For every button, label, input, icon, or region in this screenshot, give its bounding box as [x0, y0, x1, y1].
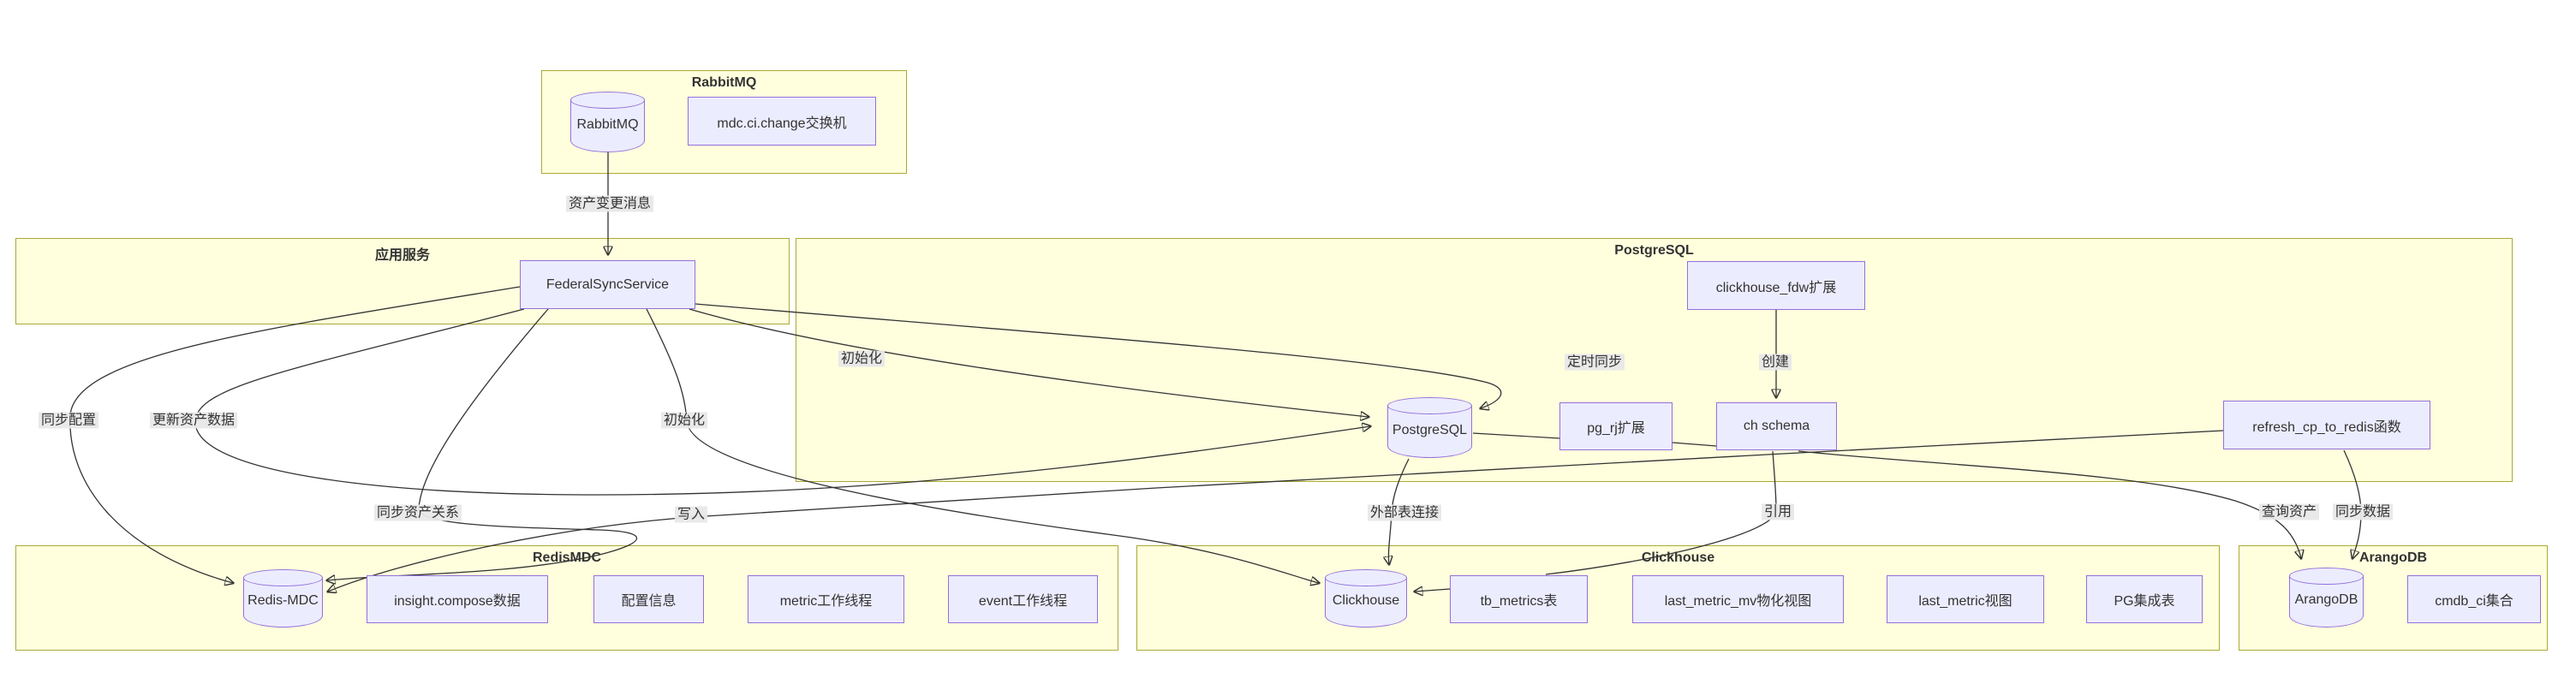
subgraph-app-services-title: 应用服务 — [374, 248, 430, 263]
subgraph-redismdc-title: RedisMDC — [532, 550, 601, 565]
node-postgresql-cylinder: PostgreSQL — [1387, 397, 1472, 458]
edge-fss-to-redis-sync-config — [69, 286, 521, 583]
cylinder-top-ellipse-icon — [570, 92, 645, 109]
node-insight-compose-data: insight.compose数据 — [367, 575, 548, 623]
cylinder-top-ellipse-icon — [1325, 569, 1407, 586]
edge-fss-to-postgresql-update-assets — [194, 308, 1370, 496]
edge-label-scheduled-sync: 定时同步 — [1564, 354, 1625, 371]
node-refresh-cp-to-redis-function: refresh_cp_to_redis函数 — [2223, 401, 2430, 449]
edge-fss-to-postgresql-scheduled-sync — [695, 303, 1502, 408]
subgraph-postgresql-title: PostgreSQL — [1614, 243, 1694, 258]
node-arangodb-cylinder: ArangoDB — [2289, 568, 2364, 627]
edge-label-reference: 引用 — [1761, 503, 1795, 520]
node-clickhouse-fdw-extension: clickhouse_fdw扩展 — [1687, 261, 1865, 310]
node-config-info: 配置信息 — [593, 575, 704, 623]
edge-label-foreign-table-connection: 外部表连接 — [1367, 504, 1442, 521]
node-rabbitmq-cylinder: RabbitMQ — [570, 92, 645, 152]
node-rabbitmq-label: RabbitMQ — [576, 116, 639, 132]
edge-pgrj-to-chschema — [1672, 442, 1717, 447]
edge-fss-to-postgresql-init — [689, 308, 1368, 417]
node-mdc-ci-change-exchange: mdc.ci.change交换机 — [688, 97, 876, 146]
cylinder-top-ellipse-icon — [2289, 568, 2364, 585]
subgraph-clickhouse-title: Clickhouse — [1641, 550, 1715, 565]
node-pg-rj-extension: pg_rj扩展 — [1559, 402, 1673, 450]
edge-label-init-postgresql: 初始化 — [838, 350, 886, 367]
node-event-worker-thread: event工作线程 — [948, 575, 1098, 623]
node-clickhouse-label: Clickhouse — [1332, 593, 1400, 609]
node-redis-mdc-label: Redis-MDC — [247, 593, 319, 609]
edge-label-asset-change-message: 资产变更消息 — [565, 195, 654, 212]
subgraph-arangodb-title: ArangoDB — [2358, 550, 2428, 565]
edge-label-sync-data: 同步数据 — [2332, 503, 2394, 520]
edge-chschema-to-tbmetrics-reference — [1545, 450, 1777, 575]
edge-label-query-assets: 查询资产 — [2258, 503, 2320, 520]
node-ch-schema: ch schema — [1716, 402, 1837, 450]
subgraph-redismdc: RedisMDC — [15, 545, 1118, 651]
node-redis-mdc-cylinder: Redis-MDC — [243, 569, 323, 627]
node-arangodb-label: ArangoDB — [2294, 592, 2358, 608]
cylinder-top-ellipse-icon — [1387, 397, 1472, 414]
edge-tbmetrics-to-clickhouse — [1415, 589, 1451, 592]
node-clickhouse-cylinder: Clickhouse — [1325, 569, 1407, 627]
node-tb-metrics-table: tb_metrics表 — [1450, 575, 1588, 623]
node-federalsyncservice: FederalSyncService — [520, 260, 695, 309]
node-metric-worker-thread: metric工作线程 — [748, 575, 904, 623]
edge-label-update-asset-data: 更新资产数据 — [149, 412, 238, 429]
node-pg-integration-table: PG集成表 — [2086, 575, 2203, 623]
edge-postgresql-to-pgrj — [1472, 432, 1560, 439]
edge-refresh-to-redis-write — [328, 430, 2224, 592]
edge-fss-to-clickhouse-init — [646, 308, 1319, 583]
edge-label-sync-config: 同步配置 — [38, 412, 99, 429]
node-last-metric-mv-materialized-view: last_metric_mv物化视图 — [1632, 575, 1844, 623]
edge-fss-to-redis-sync-relations — [327, 308, 638, 580]
edge-label-write: 写入 — [674, 506, 708, 523]
node-last-metric-view: last_metric视图 — [1887, 575, 2044, 623]
cylinder-top-ellipse-icon — [243, 569, 323, 586]
node-cmdb-ci-collection: cmdb_ci集合 — [2407, 575, 2541, 623]
edge-chschema-to-arangodb-query-assets — [1798, 450, 2301, 558]
edge-label-sync-asset-relations: 同步资产关系 — [373, 504, 462, 521]
subgraph-rabbitmq-title: RabbitMQ — [691, 75, 757, 90]
edge-label-init-clickhouse: 初始化 — [660, 412, 708, 429]
node-postgresql-label: PostgreSQL — [1392, 422, 1468, 437]
edge-label-create: 创建 — [1758, 354, 1792, 371]
